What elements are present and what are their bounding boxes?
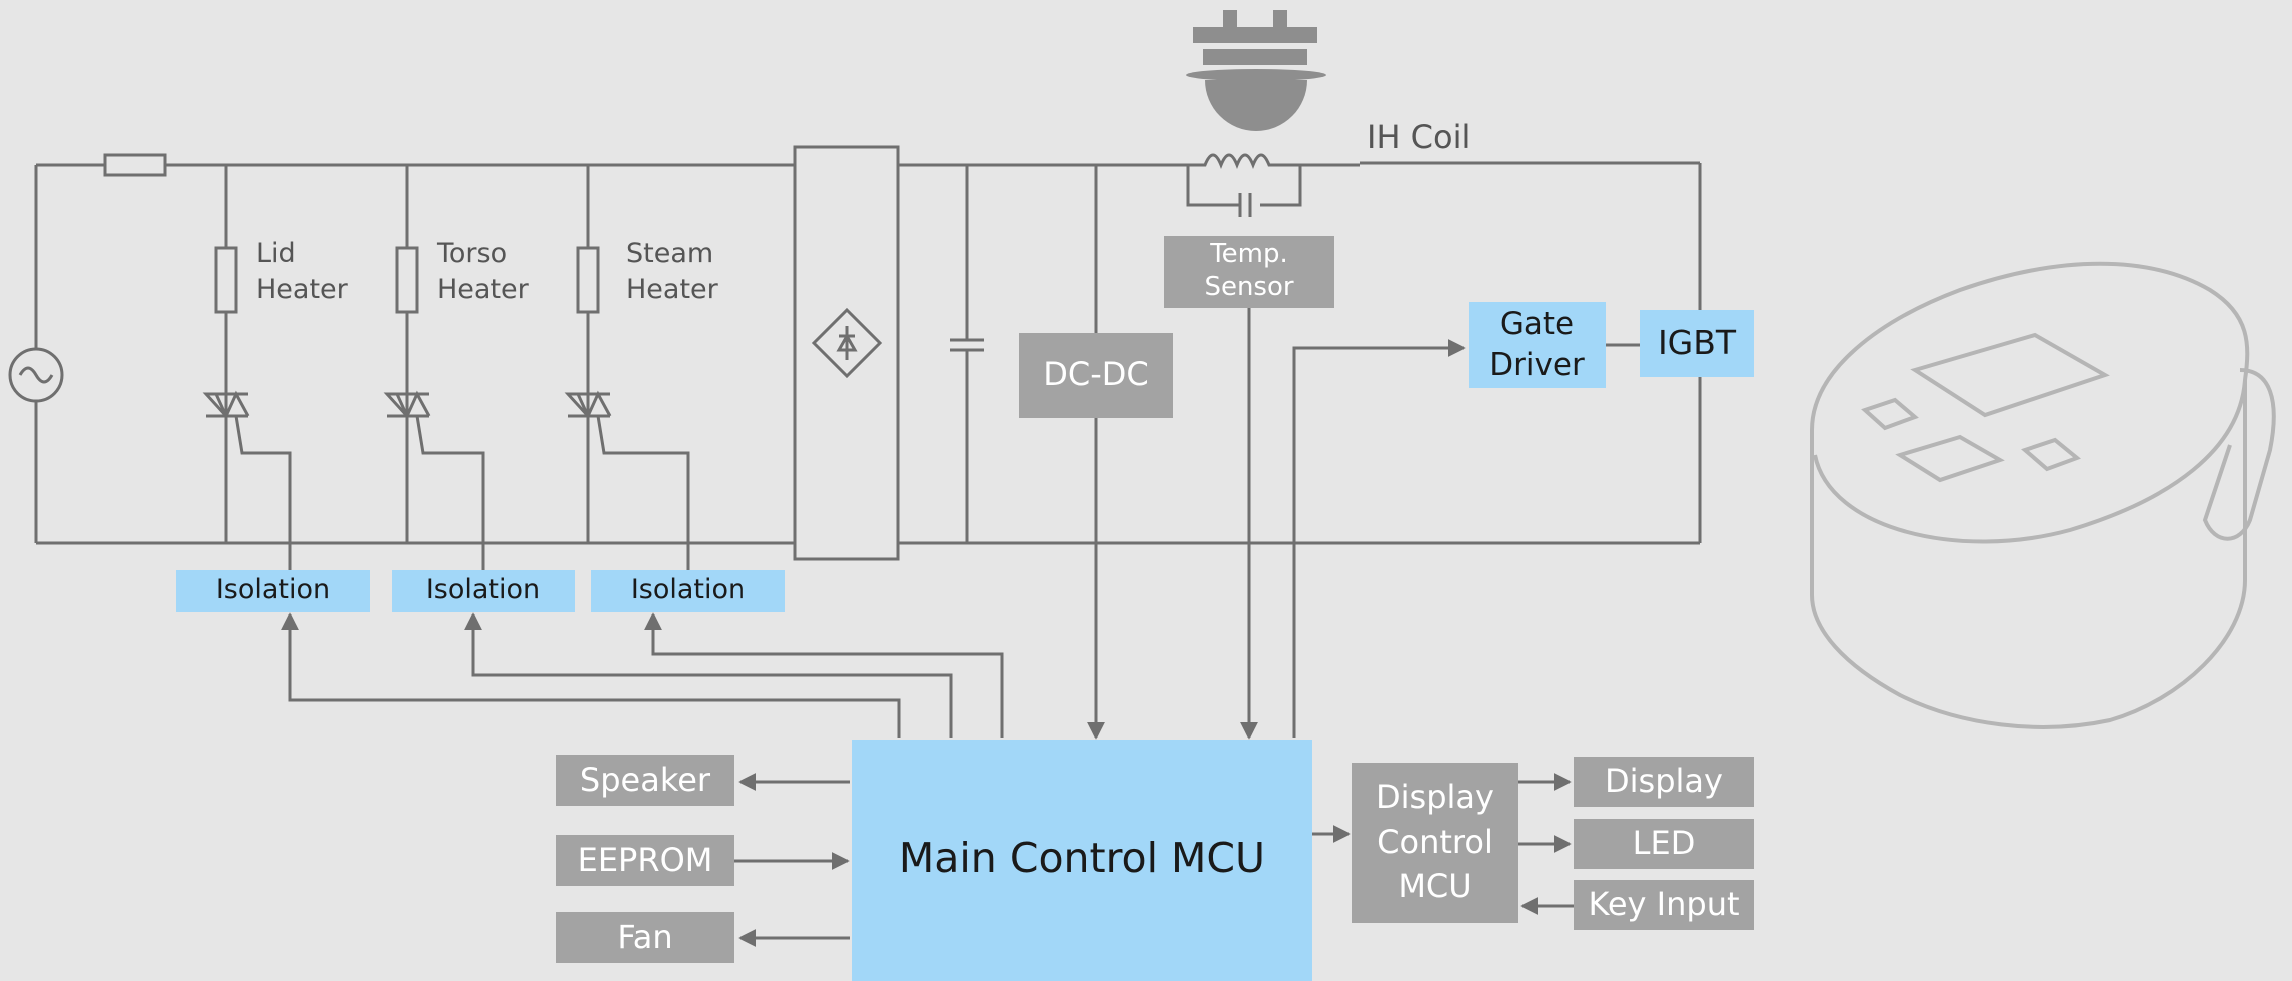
gate-driver-box <box>1469 302 1606 388</box>
capacitor-icon <box>950 165 984 543</box>
isolation-box-torso <box>392 570 575 612</box>
led-label: LED <box>1633 824 1696 862</box>
dcdc-label: DC-DC <box>1043 355 1149 393</box>
main-mcu-box <box>852 740 1312 981</box>
igbt-box <box>1640 310 1754 377</box>
temp-sensor-box <box>1164 236 1334 308</box>
ih-coil-label: IH Coil <box>1367 118 1470 156</box>
eeprom-box <box>556 835 734 886</box>
fan-box <box>556 912 734 963</box>
gate-driver-label-1: Gate <box>1500 306 1574 342</box>
led-box <box>1574 819 1754 869</box>
rectifier-icon <box>793 145 900 561</box>
fuse-icon <box>103 153 167 177</box>
key-input-label: Key Input <box>1588 885 1739 923</box>
speaker-box <box>556 755 734 806</box>
ih-coil-icon <box>1186 153 1360 217</box>
key-input-box <box>1574 880 1754 930</box>
isolation-label-steam: Isolation <box>631 574 745 605</box>
lid-heater-label-1: Lid <box>256 238 296 269</box>
torso-heater-label-1: Torso <box>436 238 507 269</box>
gate-driver-label-2: Driver <box>1489 347 1585 383</box>
steam-heater-label-1: Steam <box>626 238 713 269</box>
display-mcu-label-3: MCU <box>1398 867 1471 905</box>
display-mcu-label-1: Display <box>1376 778 1494 816</box>
fan-label: Fan <box>617 918 672 956</box>
speaker-label: Speaker <box>580 761 711 799</box>
temp-sensor-label-2: Sensor <box>1204 272 1293 302</box>
isolation-box-lid <box>176 570 370 612</box>
torso-heater-label-2: Heater <box>437 274 530 305</box>
dcdc-box <box>1019 333 1173 418</box>
temp-sensor-label-1: Temp. <box>1209 239 1288 269</box>
heater-branch-lid <box>202 165 292 570</box>
display-box <box>1574 757 1754 807</box>
display-label: Display <box>1605 762 1723 800</box>
pot-icon <box>1186 10 1326 131</box>
heater-branch-steam <box>564 165 690 570</box>
main-mcu-label: Main Control MCU <box>899 834 1265 882</box>
heater-branch-torso <box>383 165 485 570</box>
eeprom-label: EEPROM <box>578 841 713 879</box>
rice-cooker-icon <box>1810 261 2276 729</box>
display-mcu-box <box>1352 763 1518 923</box>
steam-heater-label-2: Heater <box>626 274 719 305</box>
igbt-label: IGBT <box>1658 323 1737 362</box>
isolation-label-lid: Isolation <box>216 574 330 605</box>
ac-source-icon <box>8 347 64 403</box>
display-mcu-label-2: Control <box>1377 823 1493 861</box>
lid-heater-label-2: Heater <box>256 274 349 305</box>
isolation-label-torso: Isolation <box>426 574 540 605</box>
isolation-box-steam <box>591 570 785 612</box>
